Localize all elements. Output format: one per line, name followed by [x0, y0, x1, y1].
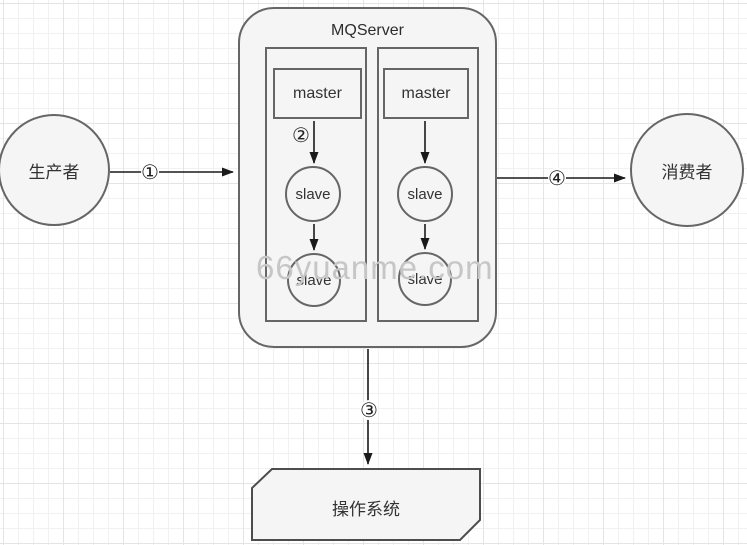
- step-1-badge: ①: [141, 160, 159, 184]
- producer-label: 生产者: [28, 162, 80, 182]
- slave-label: slave: [407, 270, 443, 288]
- slave-label: slave: [295, 185, 331, 203]
- slave-node-1a[interactable]: slave: [285, 166, 341, 222]
- master-node-2[interactable]: master: [383, 68, 469, 119]
- master-label: master: [401, 84, 451, 102]
- step-2-badge: ②: [292, 123, 310, 147]
- slave-node-2b[interactable]: slave: [398, 252, 452, 306]
- slave-label: slave: [407, 185, 443, 203]
- consumer-label: 消费者: [661, 162, 713, 182]
- os-label: 操作系统: [332, 500, 400, 519]
- slave-node-2a[interactable]: slave: [397, 166, 453, 222]
- master-node-1[interactable]: master: [273, 68, 362, 119]
- slave-label: slave: [296, 271, 332, 289]
- mqserver-title: MQServer: [331, 22, 404, 39]
- consumer-node[interactable]: 消费者: [630, 113, 744, 227]
- step-4-badge: ④: [548, 166, 566, 190]
- slave-node-1b[interactable]: slave: [287, 253, 341, 307]
- master-label: master: [293, 84, 342, 102]
- producer-node[interactable]: 生产者: [0, 114, 110, 226]
- step-3-badge: ③: [360, 398, 378, 422]
